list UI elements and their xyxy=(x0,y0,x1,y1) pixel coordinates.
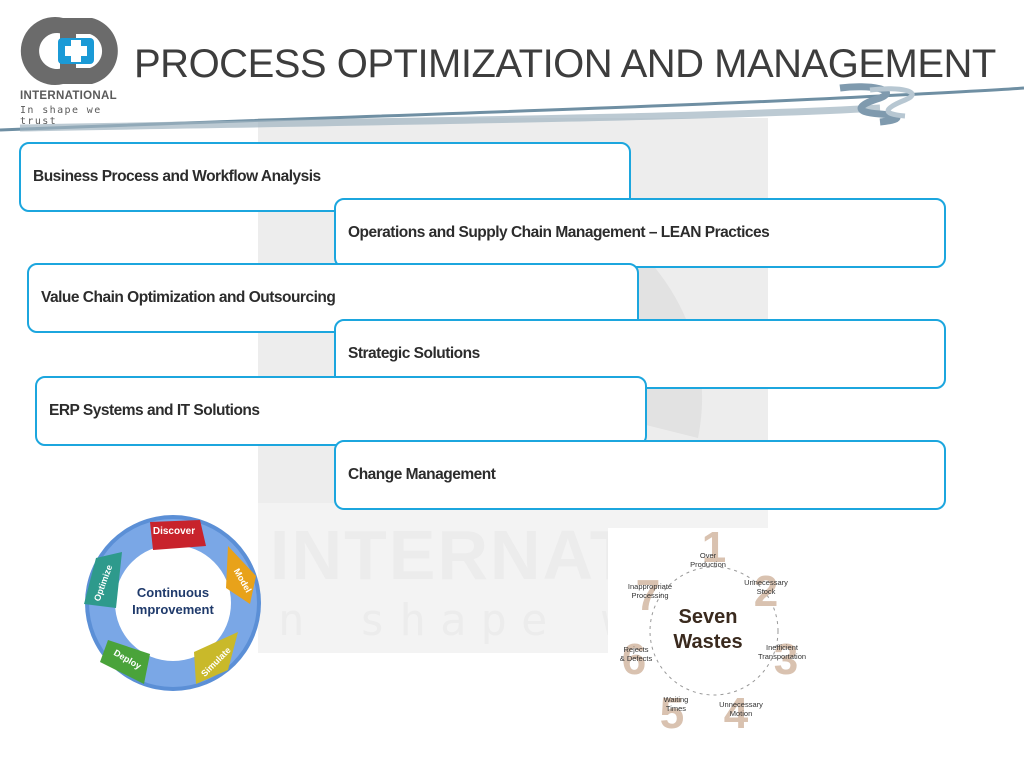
waste-label-7b: Processing xyxy=(631,591,668,600)
waste-label-4a: Unnecessary xyxy=(719,700,763,709)
wastes-center-line1: Seven xyxy=(679,606,738,628)
seven-wastes-diagram: 1 2 3 4 5 6 7 Over Production Unnecessar… xyxy=(608,528,820,734)
optimize-segment xyxy=(84,552,122,608)
waste-label-2b: Stock xyxy=(757,587,776,596)
service-item-operations-supply-chain: Operations and Supply Chain Management –… xyxy=(334,198,946,268)
waste-label-4b: Motion xyxy=(730,709,753,718)
stage-discover: Discover xyxy=(153,526,195,537)
cycle-center-line1: Continuous xyxy=(137,585,209,600)
waste-label-2a: Unnecessary xyxy=(744,578,788,587)
waste-label-5a: Waiting xyxy=(664,695,689,704)
waste-label-1a: Over xyxy=(700,551,717,560)
deploy-segment xyxy=(100,640,150,684)
watermark-tagline-text: n shape we xyxy=(278,595,683,646)
simulate-segment xyxy=(194,632,238,684)
waste-label-3b: Transportation xyxy=(758,652,806,661)
waste-label-5b: Times xyxy=(666,704,686,713)
waste-number-2: 2 xyxy=(754,567,778,616)
company-logo: INTERNATIONAL In shape we trust xyxy=(18,12,138,127)
service-item-business-process: Business Process and Workflow Analysis xyxy=(19,142,631,212)
waste-number-7: 7 xyxy=(636,571,660,620)
continuous-improvement-diagram: Discover Model Simulate Deploy Optimize … xyxy=(84,515,261,691)
cycle-center-line2: Improvement xyxy=(132,602,214,617)
waste-number-5: 5 xyxy=(660,689,684,734)
logo-company-name: INTERNATIONAL xyxy=(20,90,117,102)
waste-number-3: 3 xyxy=(774,635,798,684)
logo-mark-icon xyxy=(20,17,118,85)
waste-label-7a: Inappropriate xyxy=(628,582,672,591)
discover-segment xyxy=(150,520,206,550)
page-title: PROCESS OPTIMIZATION AND MANAGEMENT xyxy=(134,42,996,86)
waste-label-1b: Production xyxy=(690,560,726,569)
waste-number-6: 6 xyxy=(622,635,646,684)
logo-tagline: In shape we trust xyxy=(20,105,102,127)
waste-label-6a: Rejects xyxy=(623,645,648,654)
waste-number-4: 4 xyxy=(724,689,749,734)
model-segment xyxy=(226,546,256,604)
waste-label-6b: & Defects xyxy=(620,654,653,663)
service-item-erp-it: ERP Systems and IT Solutions xyxy=(35,376,647,446)
waste-number-1: 1 xyxy=(702,528,726,572)
wastes-center-line2: Wastes xyxy=(673,631,742,653)
header-swoosh xyxy=(0,83,1024,132)
service-item-change-management: Change Management xyxy=(334,440,946,510)
waste-label-3a: Inefficient xyxy=(766,643,799,652)
